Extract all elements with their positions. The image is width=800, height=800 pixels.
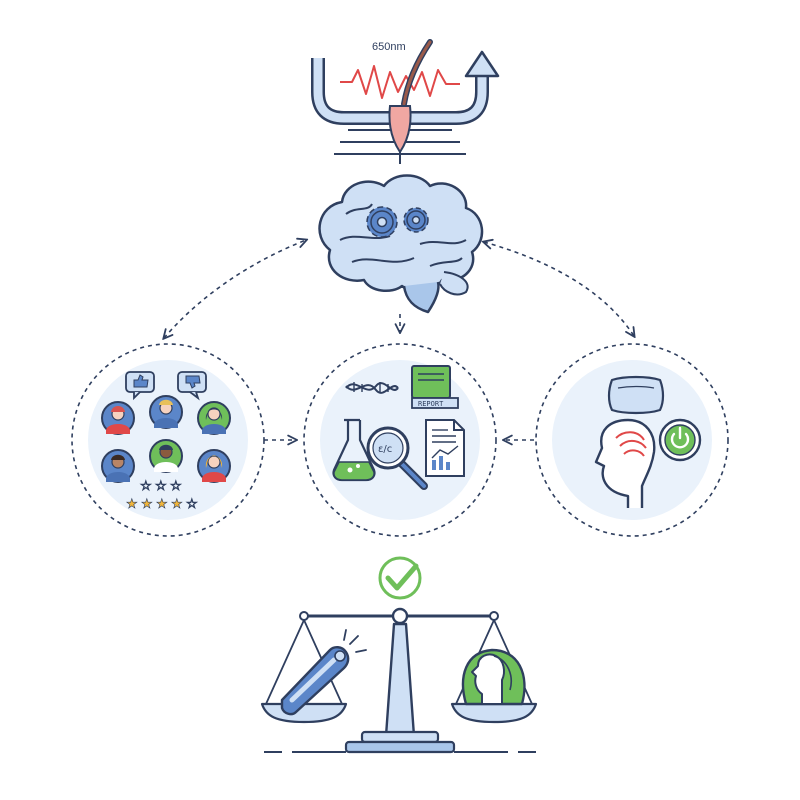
people-reviews-icon: ☆ ☆ ☆ ★ ★ ★ ★ ☆ [71,343,265,537]
svg-text:☆: ☆ [140,479,152,494]
flask-icon [332,418,376,482]
head-profile-icon [594,418,656,508]
sleep-head-icon [535,343,729,537]
thumbs-up-bubble-icon [125,371,155,401]
dna-icon [345,382,399,394]
avatar-4 [101,449,135,483]
report-book-icon: REPORT [411,365,459,409]
svg-text:★: ★ [171,497,183,512]
gear-left-icon [366,206,398,238]
thumbs-down-bubble-icon [177,371,207,401]
check-icon [378,556,422,600]
chart-document-icon [425,419,465,477]
svg-text:☆: ☆ [155,479,167,494]
brain-gears-icon [318,174,484,314]
gear-right-icon [403,207,429,233]
star-rating-row-1: ☆ ☆ ☆ [140,479,183,495]
svg-text:★: ★ [126,497,138,512]
pillow-icon [607,375,665,415]
avatar-6 [197,449,231,483]
svg-text:★: ★ [156,497,168,512]
magnifier-icon: ε/c [366,426,428,490]
avatar-5 [149,439,183,473]
star-rating-row-2: ★ ★ ★ ★ ☆ [126,497,198,513]
avatar-3 [197,401,231,435]
report-label: REPORT [418,400,444,408]
connector-arrows [164,240,634,440]
laser-device-icon [280,629,367,716]
avatar-2 [149,395,183,429]
wavelength-label: 650nm [372,41,406,53]
research-lab-icon: REPORT ε/c [303,343,497,537]
svg-text:☆: ☆ [170,479,182,494]
light-wave-icon [340,65,460,99]
balance-scale-icon [260,607,538,754]
avatar-1 [101,401,135,435]
svg-text:★: ★ [141,497,153,512]
svg-text:☆: ☆ [186,497,198,512]
dna-label: ε/c [378,444,392,455]
hair-follicle-icon [388,39,433,164]
power-button-icon [658,418,702,462]
woman-hair-icon [461,648,526,706]
